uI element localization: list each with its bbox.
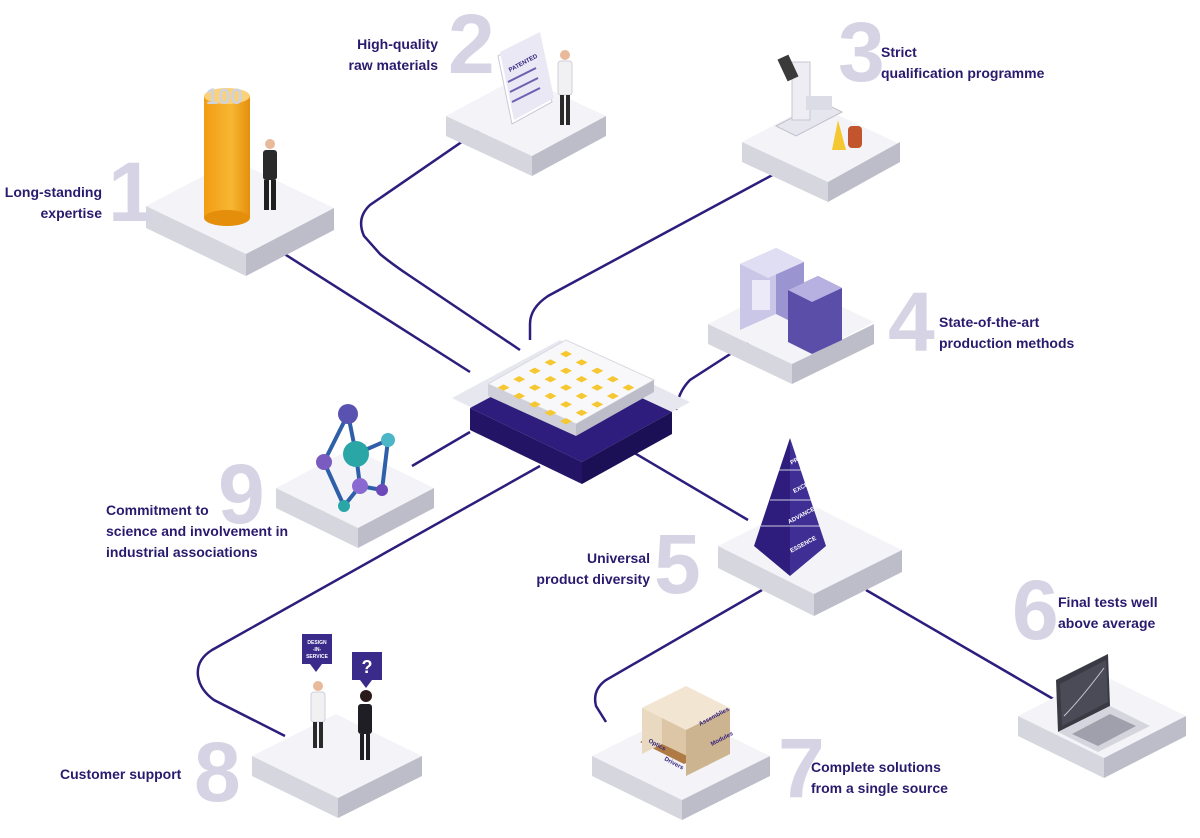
connector-8 bbox=[196, 464, 541, 738]
connector-3 bbox=[528, 170, 779, 340]
svg-text:DESIGN-IN-SERVICE: DESIGN-IN-SERVICE bbox=[306, 640, 329, 660]
step-number-4: 4 bbox=[888, 275, 935, 369]
connector-1 bbox=[274, 246, 471, 374]
platform-2: PATENTED bbox=[446, 32, 606, 176]
step-number-3: 3 bbox=[838, 5, 885, 99]
chip-led bbox=[560, 418, 572, 425]
chip-led bbox=[497, 384, 510, 391]
chip-led bbox=[575, 409, 588, 416]
chip-led bbox=[528, 384, 541, 391]
step-number-7: 7 bbox=[778, 721, 825, 815]
platform-3 bbox=[742, 54, 900, 202]
chip-led bbox=[606, 376, 619, 383]
chip-led bbox=[591, 367, 604, 374]
woman-client-figure bbox=[358, 690, 372, 760]
chip-led bbox=[591, 384, 604, 391]
chip-led bbox=[575, 392, 588, 400]
step-number-8: 8 bbox=[194, 725, 241, 819]
chip-led bbox=[591, 401, 604, 408]
chip-led bbox=[575, 359, 588, 366]
connector-5 bbox=[625, 446, 749, 522]
connector-6 bbox=[865, 588, 1056, 702]
label-8: Customer support bbox=[60, 766, 182, 782]
chip-led bbox=[528, 367, 541, 374]
chip-led bbox=[544, 392, 557, 400]
central-chip-hub bbox=[452, 339, 690, 484]
step-number-1: 1 bbox=[108, 145, 155, 239]
chip-led bbox=[528, 401, 541, 408]
connector-lines bbox=[196, 126, 1056, 738]
chip-led bbox=[513, 376, 526, 383]
connector-9 bbox=[411, 430, 471, 468]
chip-led bbox=[560, 384, 572, 391]
connector-2 bbox=[359, 126, 521, 352]
chip-led bbox=[544, 359, 557, 366]
chip-led bbox=[560, 367, 572, 374]
scientist-figure bbox=[557, 50, 573, 125]
svg-text:?: ? bbox=[362, 657, 373, 677]
chip-led bbox=[560, 401, 572, 408]
step-number-2: 2 bbox=[448, 0, 495, 91]
step-number-5: 5 bbox=[654, 517, 701, 611]
platform-8: DESIGN-IN-SERVICE ? bbox=[252, 634, 422, 818]
connector-7 bbox=[593, 588, 763, 723]
chip-led bbox=[575, 376, 588, 383]
svg-text:100: 100 bbox=[206, 84, 243, 109]
chip-led bbox=[606, 392, 619, 400]
step-number-6: 6 bbox=[1012, 563, 1059, 657]
chip-led bbox=[544, 376, 557, 383]
chip-led bbox=[622, 384, 635, 391]
step-number-9: 9 bbox=[218, 447, 265, 541]
chip-led bbox=[544, 409, 557, 416]
chip-led bbox=[560, 350, 572, 358]
platform-6 bbox=[1018, 654, 1186, 778]
platform-9 bbox=[276, 404, 434, 548]
platform-1: 100 bbox=[146, 84, 334, 276]
woman-scientist-figure bbox=[310, 681, 326, 748]
chip-led bbox=[513, 392, 526, 400]
platform-4 bbox=[708, 248, 874, 384]
businessman-figure bbox=[263, 139, 277, 210]
